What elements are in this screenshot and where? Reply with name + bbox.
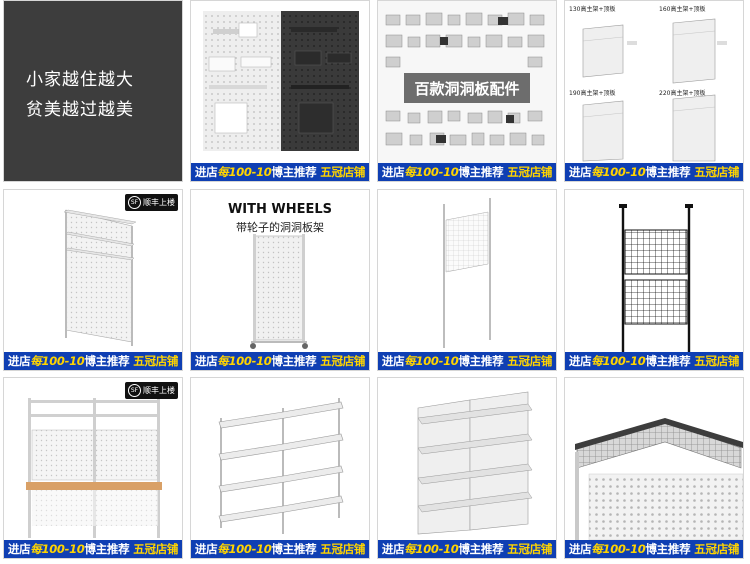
product-image xyxy=(191,190,369,352)
product-image xyxy=(378,378,556,540)
slogan-background xyxy=(4,1,182,181)
wheels-subtitle: 带轮子的洞洞板架 xyxy=(236,221,324,234)
collage-title: 百款洞洞板配件 xyxy=(404,73,530,103)
slogan-line-2: 贫美越过越美 xyxy=(26,100,134,120)
spec-label-160: 160高主架+顶板 xyxy=(659,6,706,13)
spec-label-220: 220高主架+顶板 xyxy=(659,90,706,97)
product-image xyxy=(4,190,182,352)
sf-logo-icon: SF xyxy=(128,196,141,209)
tile-size-spec[interactable]: 130高主架+顶板 160高主架+顶板 190高主架+顶板 220高主架+顶板 … xyxy=(564,0,744,182)
product-image xyxy=(191,378,369,540)
product-image xyxy=(565,378,743,540)
wheels-title: WITH WHEELS xyxy=(227,202,333,217)
spec-label-130: 130高主架+顶板 xyxy=(569,6,616,13)
product-image xyxy=(565,190,743,352)
product-image xyxy=(378,190,556,352)
product-image xyxy=(565,1,743,163)
sf-logo-icon: SF xyxy=(128,384,141,397)
product-image xyxy=(191,1,369,163)
tile-slogan[interactable]: 小家越住越大 贫美越过越美 xyxy=(3,0,183,182)
product-image xyxy=(4,378,182,540)
spec-label-190: 190高主架+顶板 xyxy=(569,90,616,97)
slogan-line-1: 小家越住越大 xyxy=(26,70,134,90)
